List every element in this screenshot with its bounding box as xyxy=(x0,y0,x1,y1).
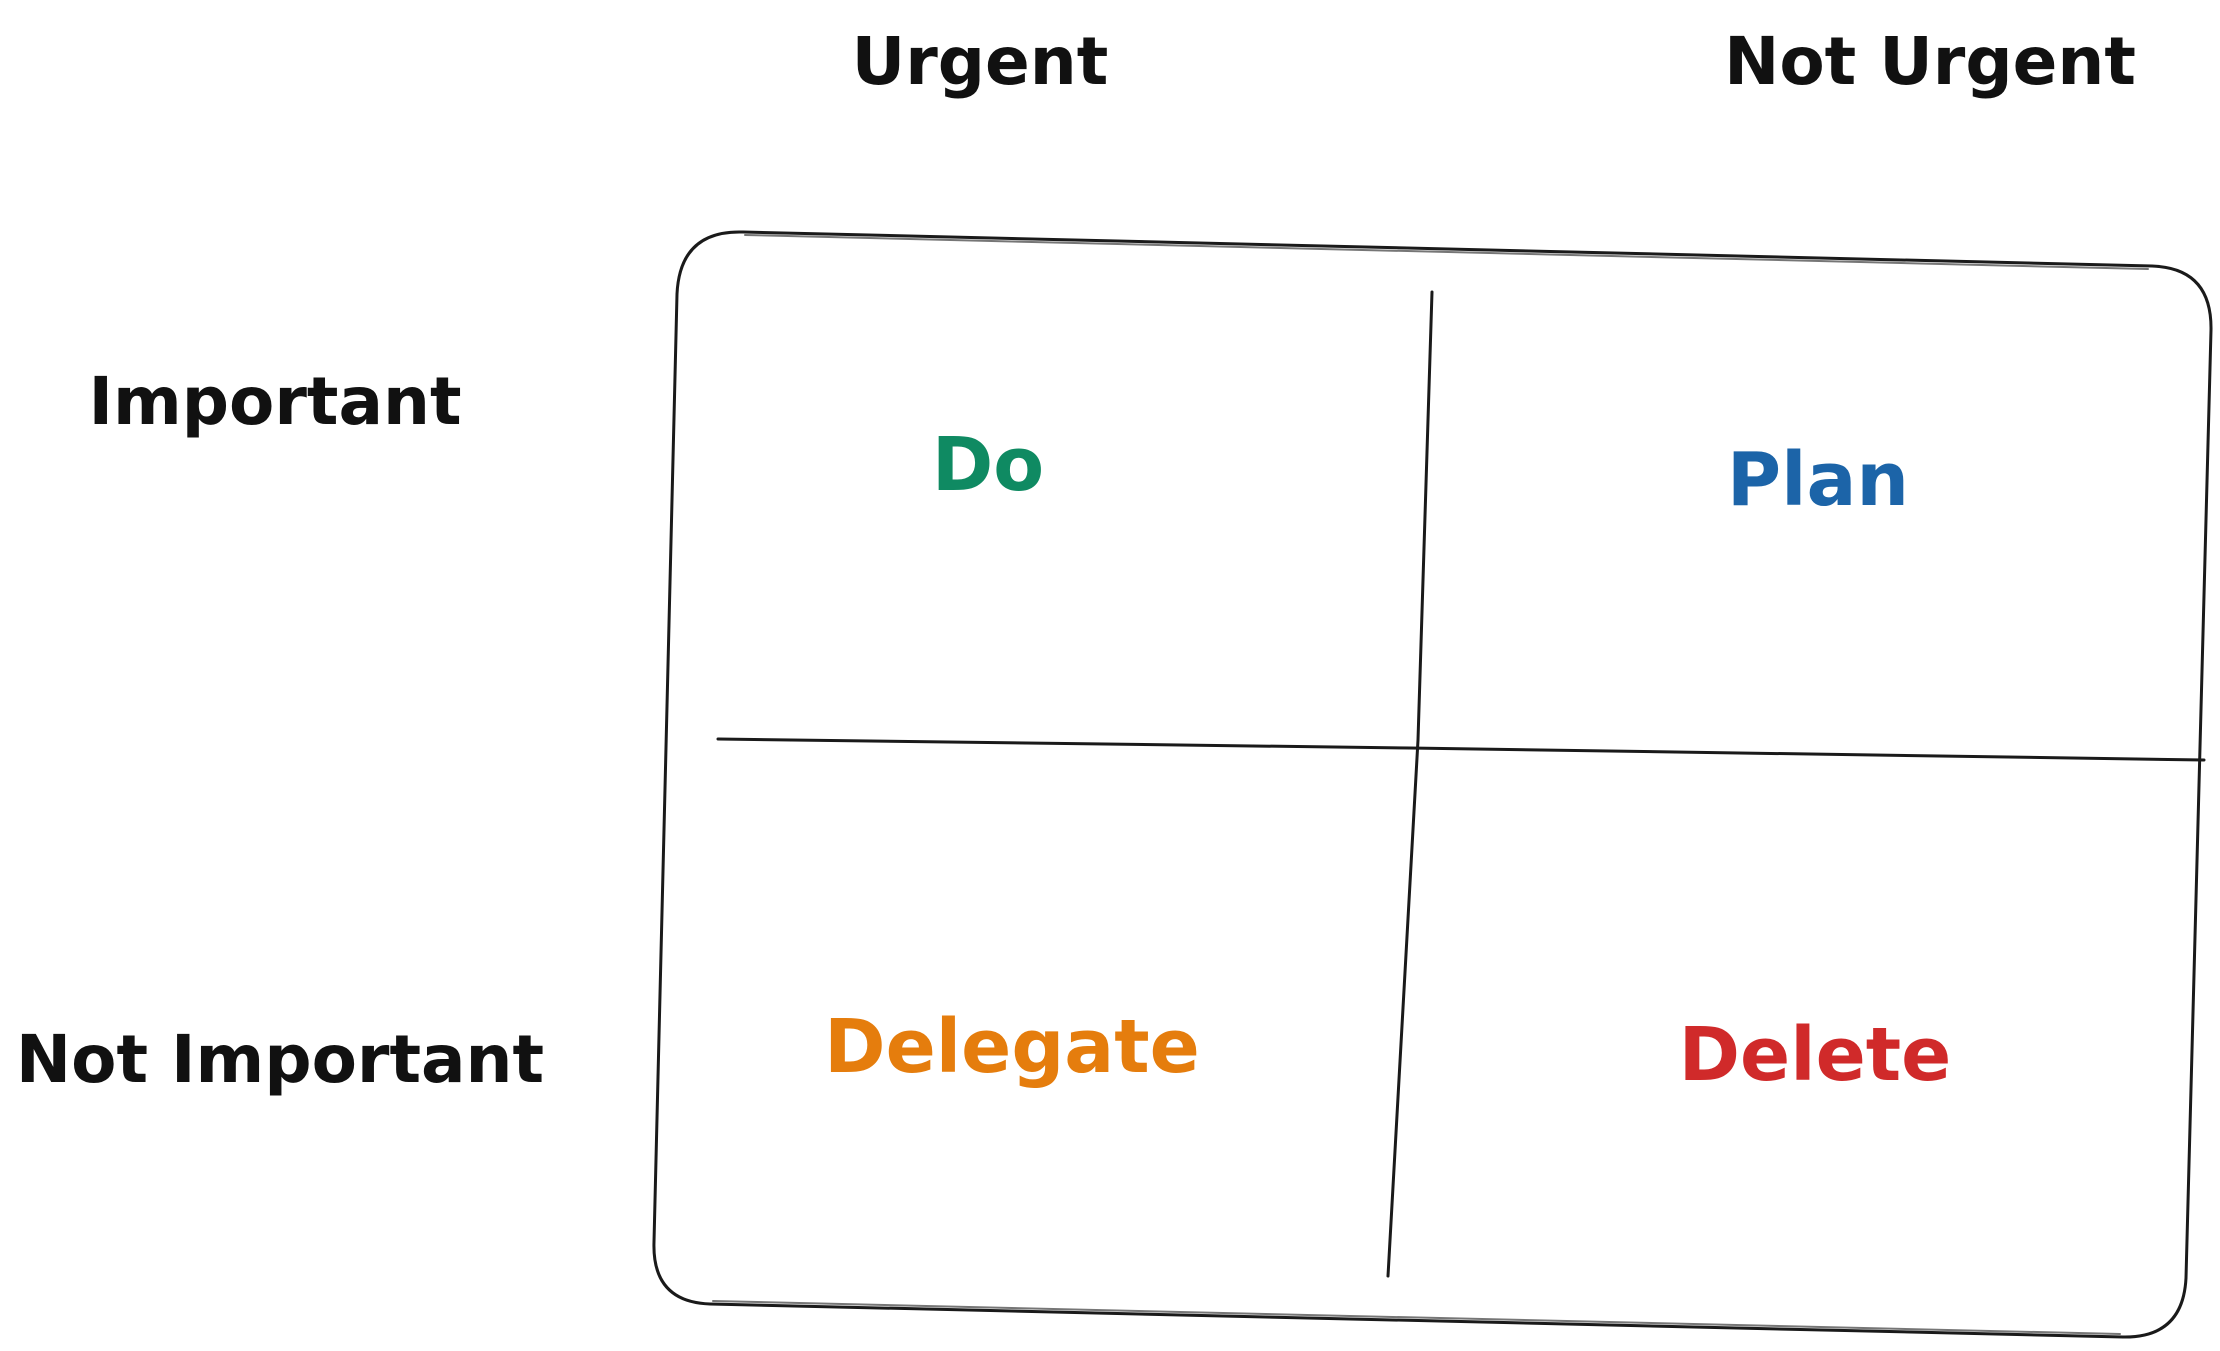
matrix-border-overdraw xyxy=(712,234,2149,1335)
quadrant-label-delegate: Delegate xyxy=(824,1004,1200,1090)
horizontal-divider xyxy=(716,737,2206,762)
quadrant-label-do: Do xyxy=(932,422,1044,508)
row-header-not-important: Not Important xyxy=(16,1021,544,1098)
quadrant-label-delete: Delete xyxy=(1679,1012,1952,1098)
quadrant-label-plan: Plan xyxy=(1727,437,1909,523)
column-header-not-urgent: Not Urgent xyxy=(1724,23,2136,100)
column-header-urgent: Urgent xyxy=(852,23,1109,100)
row-header-important: Important xyxy=(88,363,461,440)
matrix-border xyxy=(652,230,2213,1339)
vertical-divider xyxy=(1386,290,1434,1278)
